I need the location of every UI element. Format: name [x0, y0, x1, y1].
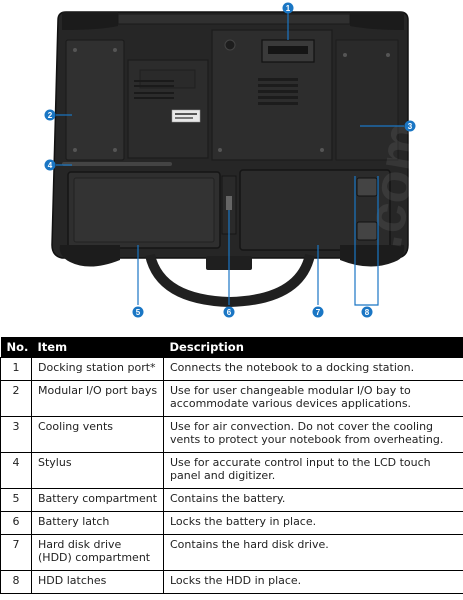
row-item: Battery compartment — [31, 488, 164, 512]
carry-handle — [145, 253, 315, 308]
bumper-top-left — [62, 12, 118, 30]
table-row: 6 Battery latch Locks the battery in pla… — [0, 511, 463, 535]
svg-text:8: 8 — [365, 308, 370, 317]
stylus — [62, 162, 172, 166]
row-item: Battery latch — [31, 511, 164, 535]
svg-text:2: 2 — [48, 111, 53, 120]
row-number: 5 — [0, 488, 32, 512]
row-description: Contains the hard disk drive. — [163, 534, 463, 571]
row-description: Locks the HDD in place. — [163, 570, 463, 594]
callout-2: 2 — [44, 109, 56, 121]
hdd-latch-upper — [356, 177, 378, 197]
row-item: Modular I/O port bays — [31, 380, 164, 417]
row-description: Contains the battery. — [163, 488, 463, 512]
row-number: 2 — [0, 380, 32, 417]
table-row: 3 Cooling vents Use for air convection. … — [0, 416, 463, 453]
table-row: 7 Hard disk drive (HDD) compartment Cont… — [0, 534, 463, 571]
row-description: Locks the battery in place. — [163, 511, 463, 535]
callout-6: 6 — [223, 306, 235, 318]
row-item: Stylus — [31, 452, 164, 489]
callout-3: 3 — [404, 120, 416, 132]
header-no: No. — [0, 337, 32, 358]
header-description: Description — [163, 337, 463, 358]
modular-bay-panel — [65, 39, 125, 161]
row-description: Connects the notebook to a docking stati… — [163, 357, 463, 381]
callout-group: 1 2 3 4 5 6 7 8 — [44, 2, 416, 318]
row-item: HDD latches — [31, 570, 164, 594]
row-number: 1 — [0, 357, 32, 381]
table-row: 5 Battery compartment Contains the batte… — [0, 488, 463, 512]
serial-sticker — [171, 109, 201, 123]
svg-text:4: 4 — [48, 161, 53, 170]
bumper-top-right — [350, 12, 404, 30]
component-table: No. Item Description 1 Docking station p… — [0, 337, 463, 594]
callout-5: 5 — [132, 306, 144, 318]
row-item: Cooling vents — [31, 416, 164, 453]
svg-text:3: 3 — [408, 122, 413, 131]
row-number: 3 — [0, 416, 32, 453]
laptop-bottom-figure: www .com 1 2 3 4 5 — [44, 2, 416, 318]
row-description: Use for user changeable modular I/O bay … — [163, 380, 463, 417]
table-row: 2 Modular I/O port bays Use for user cha… — [0, 380, 463, 417]
svg-text:1: 1 — [286, 4, 291, 13]
hdd-latch-lower — [356, 221, 378, 241]
row-item: Hard disk drive (HDD) compartment — [31, 534, 164, 571]
svg-text:7: 7 — [316, 308, 321, 317]
svg-text:6: 6 — [227, 308, 232, 317]
svg-text:5: 5 — [136, 308, 141, 317]
hdd-compartment — [239, 169, 391, 251]
row-item: Docking station port* — [31, 357, 164, 381]
table-row: 1 Docking station port* Connects the not… — [0, 357, 463, 381]
callout-8: 8 — [361, 306, 373, 318]
row-number: 7 — [0, 534, 32, 571]
row-number: 4 — [0, 452, 32, 489]
header-item: Item — [31, 337, 164, 358]
callout-1: 1 — [282, 2, 294, 14]
row-description: Use for air convection. Do not cover the… — [163, 416, 463, 453]
row-description: Use for accurate control input to the LC… — [163, 452, 463, 489]
table-header-row: No. Item Description — [0, 337, 463, 358]
row-number: 8 — [0, 570, 32, 594]
callout-7: 7 — [312, 306, 324, 318]
table-row: 4 Stylus Use for accurate control input … — [0, 452, 463, 489]
row-number: 6 — [0, 511, 32, 535]
callout-4: 4 — [44, 159, 56, 171]
table-row: 8 HDD latches Locks the HDD in place. — [0, 570, 463, 594]
